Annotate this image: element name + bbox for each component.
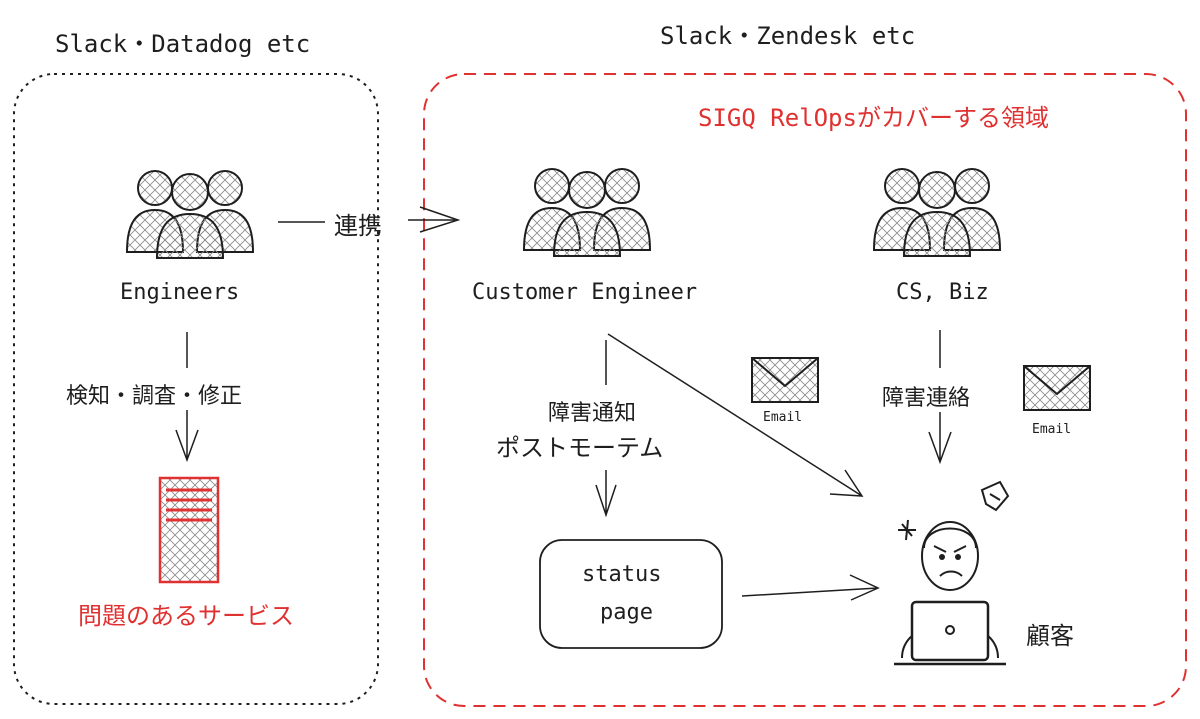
email-label: Email — [1032, 422, 1072, 437]
problem-service-label: 問題のあるサービス — [78, 602, 294, 630]
email-label: Email — [763, 410, 803, 425]
arrow-csbiz-down — [928, 412, 952, 465]
email-envelope-icon — [751, 357, 819, 403]
arrow-engineers-down — [175, 410, 199, 463]
arrow-engineers-to-ce-head — [419, 206, 461, 233]
status-page-line1: status — [582, 562, 662, 587]
arrow-ce-to-customer — [607, 333, 864, 497]
customer-engineer-people-icon — [522, 168, 652, 257]
status-page-line2: page — [600, 600, 653, 625]
engineers-label: Engineers — [120, 280, 240, 305]
arrow-engineers-to-ce — [278, 219, 455, 223]
contact-label: 障害連絡 — [882, 386, 971, 411]
relops-zone-label: SIGQ RelOpsがカバーする領域 — [698, 104, 1049, 132]
link-label: 連携 — [334, 212, 382, 240]
email-envelope-icon — [1023, 365, 1091, 411]
relops-zone-box — [423, 73, 1187, 707]
engineers-people-icon — [125, 170, 255, 259]
detect-label: 検知・調査・修正 — [66, 384, 243, 409]
arrow-ce-down — [595, 470, 617, 518]
angry-customer-icon — [894, 480, 1010, 666]
arrow-status-to-customer — [741, 574, 880, 601]
cs-biz-label: CS, Biz — [896, 280, 989, 305]
right-group-header: Slack・Zendesk etc — [660, 22, 916, 50]
cs-biz-people-icon — [872, 168, 1002, 257]
left-group-header: Slack・Datadog etc — [55, 30, 311, 58]
server-icon — [158, 476, 220, 584]
customer-label: 顧客 — [1026, 622, 1074, 650]
postmortem-label: ポストモーテム — [496, 434, 664, 462]
notify-label: 障害通知 — [548, 401, 637, 426]
status-page-box — [539, 539, 723, 649]
customer-engineer-label: Customer Engineer — [472, 280, 698, 305]
